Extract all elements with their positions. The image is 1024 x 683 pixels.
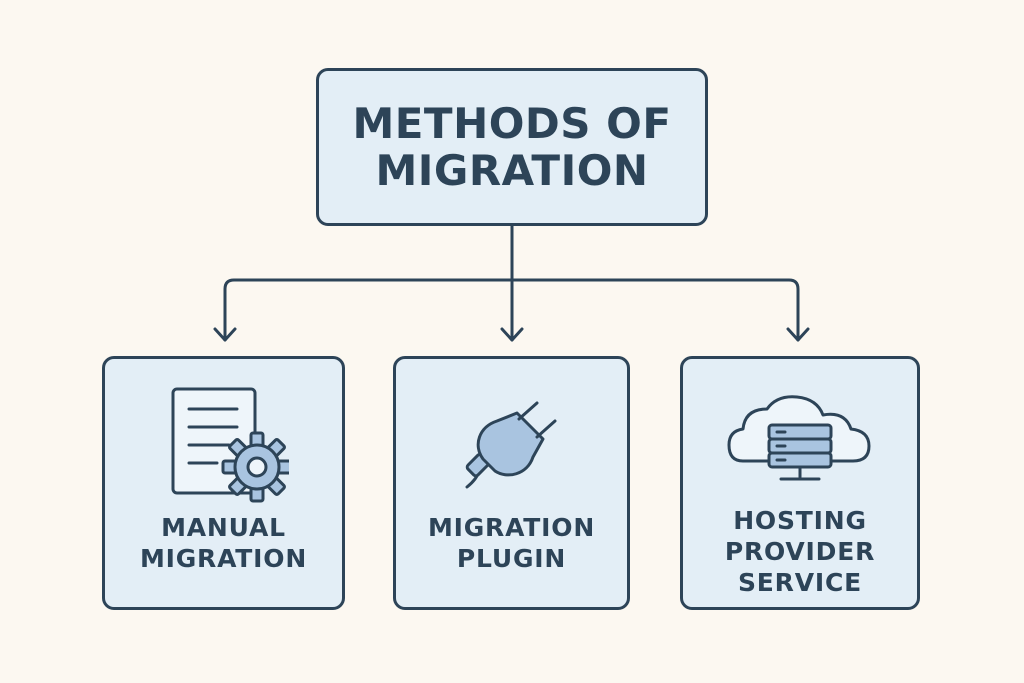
method-card-manual-migration: MANUAL MIGRATION xyxy=(102,356,345,610)
diagram-title: METHODS OF MIGRATION xyxy=(352,98,672,195)
method-label-hosting-provider-service: HOSTING PROVIDER SERVICE xyxy=(724,506,876,597)
arrowhead-center xyxy=(500,327,524,342)
branch-line xyxy=(223,278,800,342)
method-card-migration-plugin: MIGRATION PLUGIN xyxy=(393,356,630,610)
arrowhead-left xyxy=(213,327,237,342)
plug-icon xyxy=(465,401,556,489)
title-box: METHODS OF MIGRATION xyxy=(316,68,708,226)
document-gear-icon xyxy=(171,387,289,503)
arrowhead-right xyxy=(786,327,810,342)
method-label-migration-plugin: MIGRATION PLUGIN xyxy=(427,513,596,573)
method-label-manual-migration: MANUAL MIGRATION xyxy=(139,513,308,573)
cloud-server-icon xyxy=(727,395,871,481)
method-card-hosting-provider-service: HOSTING PROVIDER SERVICE xyxy=(680,356,920,610)
